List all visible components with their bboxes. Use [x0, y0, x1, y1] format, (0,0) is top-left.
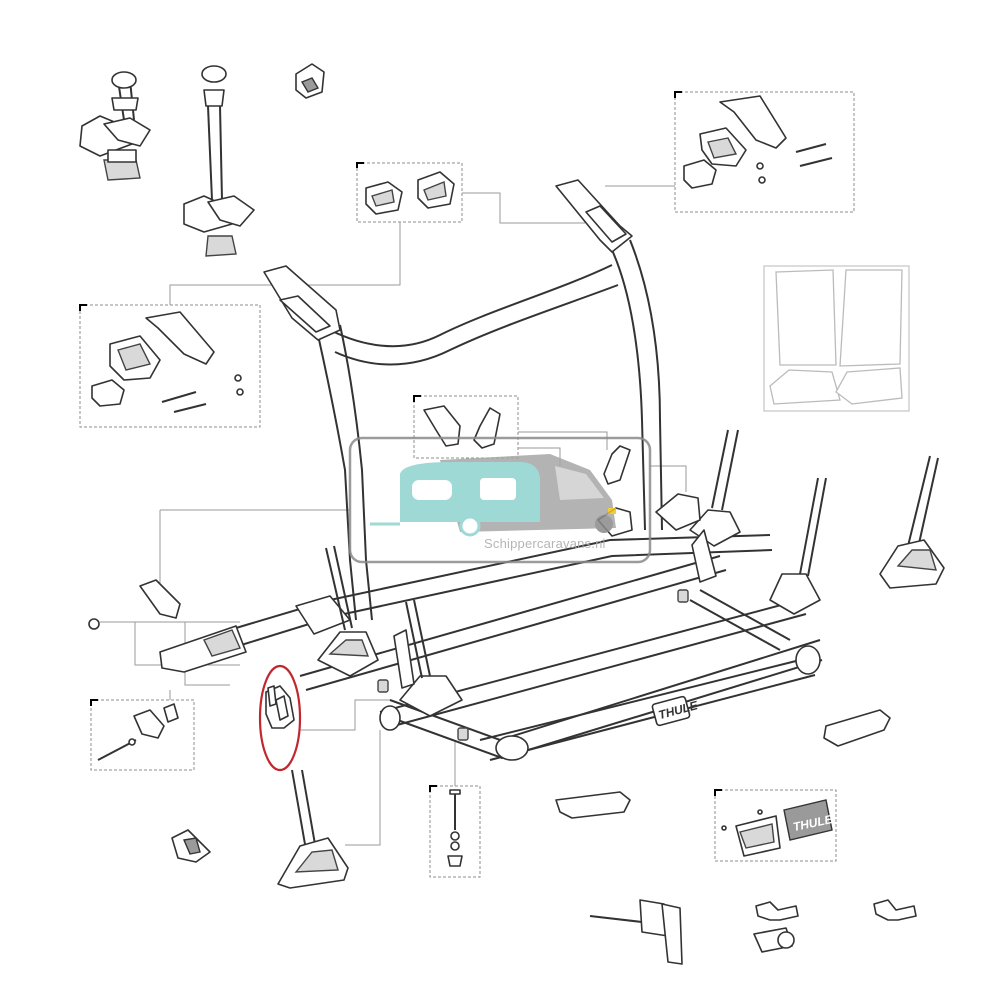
rail-end-cover: [555, 709, 891, 819]
end-cap-knob: [295, 63, 325, 99]
detail-boxes: [79, 91, 855, 878]
bolt-set: [447, 789, 463, 867]
detail-box-pin-set: [90, 699, 195, 771]
watermark-text: Schippercaravans.nl: [484, 536, 606, 551]
watermark: Schippercaravans.nl: [348, 436, 652, 564]
caravan-icon: [400, 462, 540, 522]
frame-holder-arm-short: [79, 71, 151, 181]
detail-box-logo-cover: [714, 789, 837, 862]
leader-lines: [100, 185, 687, 846]
instruction-sheet: [763, 265, 910, 412]
detail-box-right-hinge: [674, 91, 855, 213]
left-small-parts: [88, 579, 181, 630]
wheel-holder-clip: [265, 685, 295, 729]
base-frame: THULE: [159, 534, 823, 761]
detail-box-end-caps: [356, 162, 463, 223]
pin-set: [97, 703, 179, 761]
end-cap-piece: [171, 829, 211, 863]
main-frame: [263, 179, 663, 621]
frame-holder-arm-long: [183, 65, 255, 257]
detail-box-clamps: [413, 395, 519, 459]
left-hinge-parts: [91, 311, 244, 413]
right-wheel-holder-foot: [879, 455, 945, 589]
wheel-holder-foot: [277, 769, 349, 889]
logo-cover-parts: THULE: [721, 799, 835, 857]
keys: [753, 899, 917, 953]
lock-assembly: [589, 899, 683, 965]
right-hinge-parts: [683, 95, 833, 189]
end-caps: [365, 171, 455, 215]
highlight-ring: [258, 664, 302, 772]
